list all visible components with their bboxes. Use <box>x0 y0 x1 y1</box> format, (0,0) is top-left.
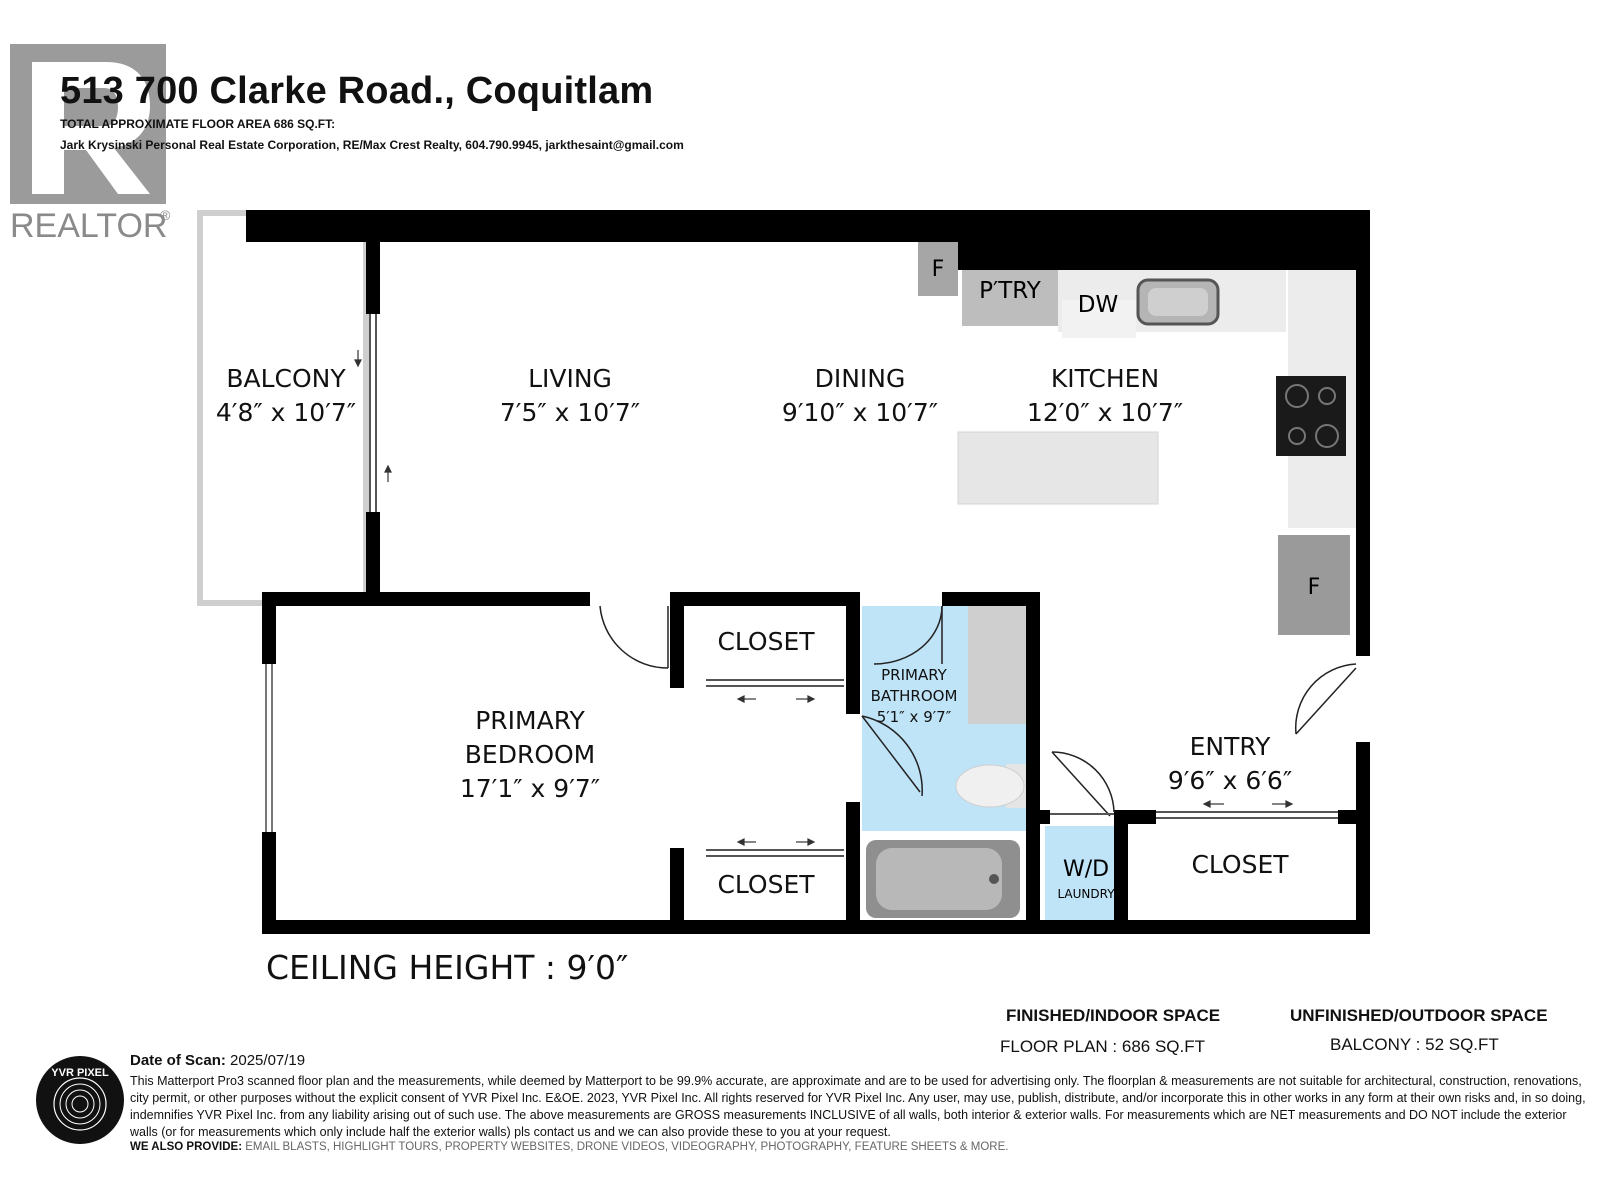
dishwasher-label: DW <box>1078 292 1118 318</box>
property-title: 513 700 Clarke Road., Coquitlam <box>60 70 654 112</box>
total-area-line: TOTAL APPROXIMATE FLOOR AREA 686 SQ.FT: <box>60 117 336 131</box>
services-label: WE ALSO PROVIDE: <box>130 1141 243 1153</box>
room-balcony-dims: 4′8″ x 10′7″ <box>215 398 357 427</box>
fridge-top-label: F <box>932 257 945 282</box>
stove-icon <box>1276 376 1346 456</box>
room-primary-bathroom-dims: 5′1″ x 9′7″ <box>876 708 952 726</box>
laundry-sub-label: LAUNDRY <box>1057 887 1115 901</box>
room-primary-bedroom: PRIMARY BEDROOM 17′1″ x 9′7″ <box>430 704 630 806</box>
room-closet-entry-name: CLOSET <box>1191 850 1289 879</box>
room-entry-dims: 9′6″ x 6′6″ <box>1167 766 1293 795</box>
services-line: WE ALSO PROVIDE: EMAIL BLASTS, HIGHLIGHT… <box>130 1141 1008 1153</box>
room-primary-bedroom-name2: BEDROOM <box>464 740 596 769</box>
ceiling-height: CEILING HEIGHT : 9′0″ <box>266 948 629 987</box>
entry-door <box>1294 663 1357 735</box>
finished-heading: FINISHED/INDOOR SPACE <box>1006 1006 1221 1025</box>
fridge-side <box>1278 535 1350 635</box>
realtor-wordmark: REALTOR <box>10 207 167 244</box>
room-closet-top-name: CLOSET <box>717 627 815 656</box>
agent-line: Jark Krysinski Personal Real Estate Corp… <box>60 138 684 152</box>
room-living: LIVING 7′5″ x 10′7″ <box>480 362 660 430</box>
balcony-sliding-door <box>369 314 377 512</box>
bedroom-door <box>599 605 669 669</box>
closet-bottom-sliding-door <box>706 849 844 857</box>
interior-walls <box>366 242 1370 934</box>
kitchen-island <box>957 431 1159 505</box>
disclaimer-text: This Matterport Pro3 scanned floor plan … <box>130 1074 1586 1139</box>
room-primary-bathroom: PRIMARY BATHROOM 5′1″ x 9′7″ <box>862 665 966 728</box>
realtor-registered-mark: ® <box>160 207 170 223</box>
room-kitchen-dims: 12′0″ x 10′7″ <box>1026 398 1184 427</box>
yvr-pixel-logo: YVR PIXEL <box>36 1056 124 1144</box>
closet-entry-sliding-door <box>1156 811 1338 819</box>
sink-icon <box>1136 278 1220 326</box>
realtor-logo: REALTOR ® <box>10 44 170 244</box>
toilet-icon <box>955 764 1026 808</box>
room-closet-bottom-name: CLOSET <box>717 870 815 899</box>
finished-value: FLOOR PLAN : 686 SQ.FT <box>1000 1037 1206 1056</box>
room-dining-dims: 9′10″ x 10′7″ <box>781 398 939 427</box>
unfinished-value: BALCONY : 52 SQ.FT <box>1330 1035 1499 1054</box>
scan-date-value: 2025/07/19 <box>230 1052 306 1069</box>
scan-date-label: Date of Scan: <box>130 1052 226 1069</box>
yvr-pixel-wordmark: YVR PIXEL <box>51 1067 109 1079</box>
room-closet-entry: CLOSET <box>1140 848 1340 882</box>
room-entry: ENTRY 9′6″ x 6′6″ <box>1150 730 1310 798</box>
bathroom-door-top <box>873 605 943 665</box>
laundry-label: W/D <box>1063 857 1109 882</box>
bathtub-icon <box>866 840 1020 918</box>
pantry-label: P′TRY <box>979 278 1042 304</box>
room-primary-bathroom-name2: BATHROOM <box>870 687 958 705</box>
floor-plan: F P′TRY DW F W/D LAUNDRY <box>197 210 1370 934</box>
room-dining-name: DINING <box>814 364 906 393</box>
fridge-side-label: F <box>1308 575 1321 600</box>
room-primary-bedroom-dims: 17′1″ x 9′7″ <box>459 774 601 803</box>
room-dining: DINING 9′10″ x 10′7″ <box>760 362 960 430</box>
room-balcony-name: BALCONY <box>226 364 346 393</box>
sliding-arrows <box>354 350 1294 846</box>
exterior-walls <box>246 210 1370 934</box>
room-entry-name: ENTRY <box>1189 732 1271 761</box>
closet-top-sliding-door <box>706 679 844 687</box>
scan-date-line: Date of Scan: 2025/07/19 <box>130 1052 305 1069</box>
bathroom-door-side <box>861 715 923 797</box>
room-closet-bottom: CLOSET <box>690 868 842 902</box>
room-primary-bathroom-name1: PRIMARY <box>881 666 947 684</box>
bedroom-window <box>265 664 273 832</box>
fridge-top <box>918 242 958 296</box>
room-primary-bedroom-name1: PRIMARY <box>475 706 585 735</box>
room-balcony: BALCONY 4′8″ x 10′7″ <box>206 362 366 430</box>
room-living-name: LIVING <box>528 364 612 393</box>
pantry-cabinet <box>962 270 1060 326</box>
dishwasher-panel <box>1062 300 1136 338</box>
room-living-dims: 7′5″ x 10′7″ <box>499 398 641 427</box>
room-kitchen-name: KITCHEN <box>1050 364 1160 393</box>
room-kitchen: KITCHEN 12′0″ x 10′7″ <box>1000 362 1210 430</box>
laundry-door <box>1051 751 1115 817</box>
vanity <box>968 606 1026 724</box>
room-closet-top: CLOSET <box>690 625 842 659</box>
services-list: EMAIL BLASTS, HIGHLIGHT TOURS, PROPERTY … <box>245 1141 1009 1153</box>
laundry-floor <box>1045 826 1117 920</box>
unfinished-heading: UNFINISHED/OUTDOOR SPACE <box>1290 1006 1548 1025</box>
